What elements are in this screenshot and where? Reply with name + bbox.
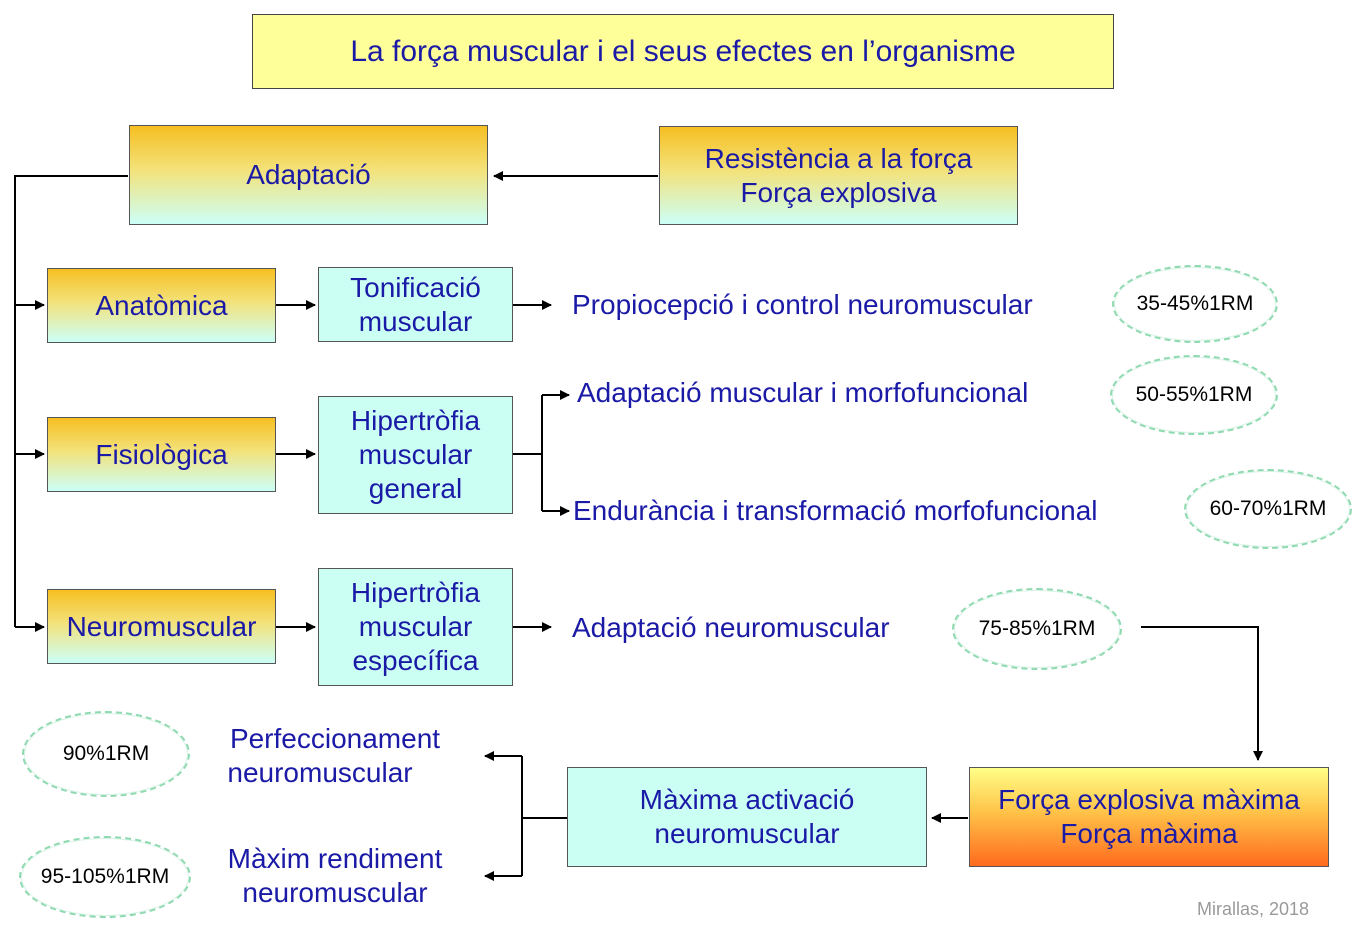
diagram-title: La força muscular i el seus efectes en l… (252, 14, 1114, 89)
hipertrofia-especifica-line-1: Hipertròfia (350, 577, 481, 608)
box-neuromuscular: Neuromuscular (47, 589, 276, 664)
box-hipertrofia-especifica: Hipertròfia muscular específica (318, 568, 513, 686)
maxim-rendiment-line-1: Màxim rendiment (227, 843, 443, 874)
fork-hipertrofia-general (513, 395, 543, 511)
intensity-oval-4: 75-85%1RM (952, 588, 1122, 670)
outcome-adaptacio-muscular: Adaptació muscular i morfofuncional (577, 377, 1029, 408)
forca-maxima-line-1: Força explosiva màxima (998, 784, 1300, 815)
adaptacio-label: Adaptació (246, 159, 371, 190)
box-anatomica: Anatòmica (47, 268, 276, 343)
hipertrofia-general-line-3: general (368, 473, 463, 504)
outcome-adaptacio-neuromuscular: Adaptació neuromuscular (572, 612, 890, 643)
tonificacio-line-1: Tonificació (350, 271, 481, 303)
hipertrofia-especifica-line-3: específica (352, 645, 479, 676)
intensity-oval-6: 95-105%1RM (19, 836, 191, 918)
fisiologica-label: Fisiològica (95, 438, 228, 470)
path-to-forca-maxima (1141, 626, 1263, 761)
hipertrofia-general-line-1: Hipertròfia (350, 405, 481, 436)
forca-maxima-line-2: Força màxima (1060, 818, 1238, 849)
box-maxima-activacio: Màxima activació neuromuscular (567, 767, 927, 867)
box-tonificacio: Tonificació muscular (318, 267, 513, 342)
box-adaptacio: Adaptació (129, 125, 488, 225)
intensity-oval-3: 60-70%1RM (1184, 469, 1352, 549)
outcome-maxim-rendiment: Màxim rendiment neuromuscular (205, 842, 465, 910)
anatomica-label: Anatòmica (95, 289, 228, 321)
credit-text: Mirallas, 2018 (1197, 899, 1310, 919)
title-text: La força muscular i el seus efectes en l… (350, 34, 1016, 68)
neuromuscular-label: Neuromuscular (66, 610, 257, 642)
tonificacio-line-2: muscular (358, 305, 473, 337)
resistencia-line-2: Força explosiva (740, 176, 937, 208)
box-hipertrofia-general: Hipertròfia muscular general (318, 396, 513, 514)
perfeccionament-line-2: neuromuscular (227, 757, 413, 788)
outcome-endurancia: Endurància i transformació morfofunciona… (573, 495, 1098, 526)
hipertrofia-general-line-2: muscular (358, 439, 473, 470)
outcome-propiocepcio: Propiocepció i control neuromuscular (572, 289, 1033, 320)
intensity-oval-5: 90%1RM (22, 711, 190, 797)
maxim-rendiment-line-2: neuromuscular (242, 877, 428, 908)
maxima-activacio-line-2: neuromuscular (654, 818, 840, 849)
intensity-oval-2: 50-55%1RM (1110, 355, 1278, 435)
perfeccionament-line-1: Perfeccionament (229, 723, 441, 754)
box-forca-explosiva-maxima: Força explosiva màxima Força màxima (969, 767, 1329, 867)
outcome-perfeccionament: Perfeccionament neuromuscular (205, 722, 465, 790)
hipertrofia-especifica-line-2: muscular (358, 611, 473, 642)
bracket-activacio (521, 756, 567, 876)
maxima-activacio-line-1: Màxima activació (639, 784, 855, 815)
resistencia-line-1: Resistència a la força (704, 142, 973, 174)
intensity-oval-1: 35-45%1RM (1112, 265, 1278, 343)
box-resistencia: Resistència a la força Força explosiva (659, 126, 1018, 225)
bracket-adaptacio (14, 175, 128, 627)
box-fisiologica: Fisiològica (47, 417, 276, 492)
